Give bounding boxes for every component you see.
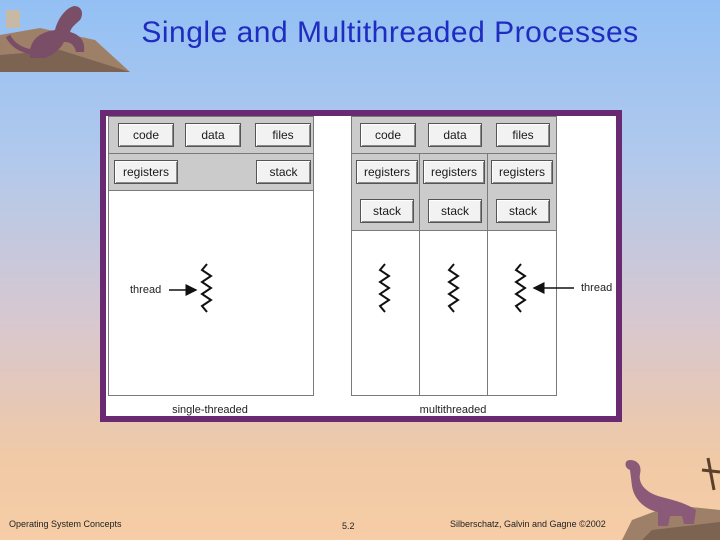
multi-thread-squiggle-3	[516, 264, 525, 312]
single-thread-squiggle	[202, 264, 211, 312]
diagram-frame: code data files registers stack thread s…	[100, 110, 622, 422]
footer-course: Operating System Concepts	[9, 519, 122, 529]
footer-page-number: 5.2	[342, 521, 355, 531]
footer-copyright: Silberschatz, Galvin and Gagne ©2002	[450, 519, 606, 529]
multi-thread-squiggle-1	[380, 264, 389, 312]
diagram-canvas: code data files registers stack thread s…	[106, 116, 616, 416]
slide-title: Single and Multithreaded Processes	[100, 16, 680, 50]
thread-drawings	[106, 116, 616, 416]
dinosaur-logo-bottom-right	[612, 450, 720, 540]
multi-thread-squiggle-2	[449, 264, 458, 312]
